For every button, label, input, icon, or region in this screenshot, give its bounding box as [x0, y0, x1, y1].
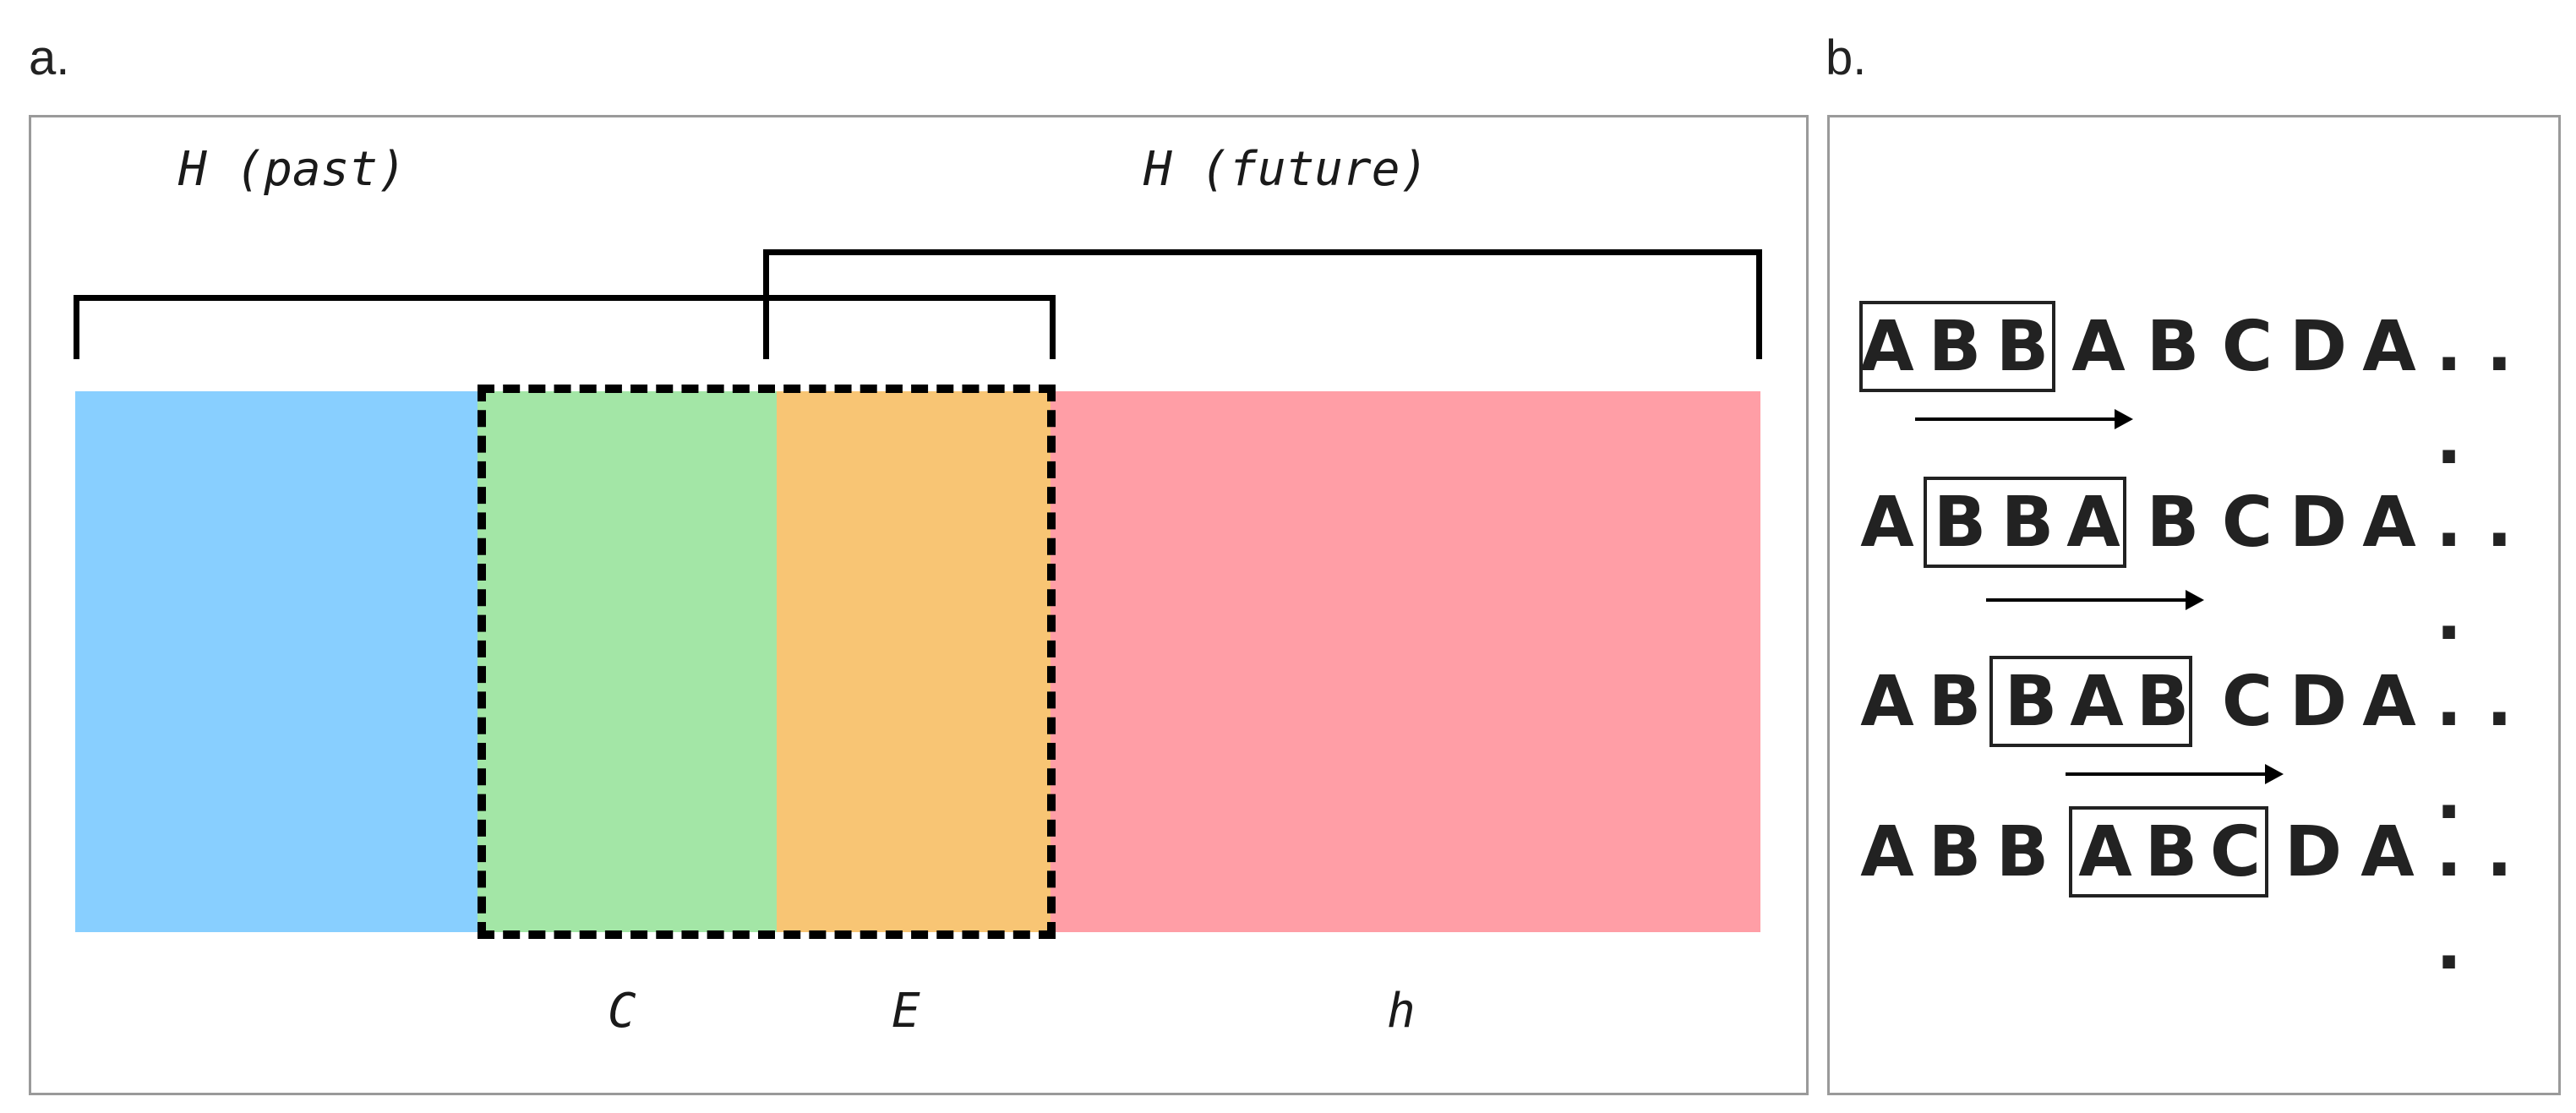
ellipsis: . . .	[2436, 483, 2513, 656]
panel-a-letter: a.	[29, 30, 70, 85]
ellipsis: . . .	[2436, 812, 2513, 985]
dashed-window	[478, 385, 1056, 939]
token: B	[2000, 483, 2055, 563]
token: A	[1860, 483, 1914, 563]
arrow-icon	[1986, 590, 2204, 610]
past-bracket	[74, 295, 1056, 359]
future-bracket	[763, 249, 1762, 359]
token: B	[2144, 812, 2198, 892]
token: B	[2146, 307, 2200, 387]
c-label: C	[608, 984, 636, 1039]
token: B	[1928, 662, 1982, 742]
token: A	[2078, 812, 2132, 892]
e-label: E	[892, 984, 920, 1039]
token: B	[2146, 483, 2200, 563]
window-box-row-2	[1924, 477, 2126, 568]
token: A	[2066, 483, 2120, 563]
token: A	[2071, 307, 2126, 387]
window-box-row-1	[1859, 301, 2055, 392]
sequence-row-4: A B B A B C D A . . .	[1858, 806, 2551, 985]
token: A	[1860, 662, 1914, 742]
token: D	[2289, 483, 2348, 563]
token: B	[1995, 307, 2049, 387]
past-region	[75, 391, 506, 932]
ellipsis: . . .	[2436, 662, 2513, 835]
context-region	[478, 391, 804, 932]
token: A	[1860, 307, 1914, 387]
sequence-row-2: A B B A B C D A . . .	[1858, 477, 2551, 656]
panel-b-letter: b.	[1826, 30, 1867, 85]
token: B	[2136, 662, 2190, 742]
panel-a-frame: H (past) H (future) C E h	[29, 115, 1809, 1095]
token: D	[2289, 662, 2348, 742]
sequence-row-3: A B B A B C D A . . .	[1858, 656, 2551, 835]
token: B	[2004, 662, 2058, 742]
token: D	[2289, 307, 2348, 387]
token: A	[2360, 812, 2415, 892]
future-region	[1051, 391, 1760, 932]
arrow-icon	[2066, 764, 2284, 784]
h-label: h	[1387, 984, 1416, 1039]
arrow-icon	[1915, 409, 2133, 429]
window-box-row-4	[2069, 806, 2268, 897]
embedding-region	[777, 391, 1051, 932]
token: A	[2362, 307, 2416, 387]
past-label: H (past)	[178, 142, 407, 197]
window-box-row-3	[1989, 656, 2192, 747]
token: B	[1928, 307, 1982, 387]
token: A	[2362, 483, 2416, 563]
token: B	[1928, 812, 1982, 892]
token: C	[2221, 483, 2273, 563]
token: C	[2221, 662, 2273, 742]
token: C	[2221, 307, 2273, 387]
ellipsis: . . .	[2436, 307, 2513, 480]
token: B	[1933, 483, 1987, 563]
token: A	[2070, 662, 2124, 742]
bracket-connector	[763, 249, 769, 300]
sequence-row-1: A B B A B C D A . . .	[1858, 301, 2551, 480]
token: A	[2362, 662, 2416, 742]
token: C	[2209, 812, 2262, 892]
token: A	[1860, 812, 1914, 892]
future-label: H (future)	[1143, 142, 1429, 197]
token: B	[1995, 812, 2049, 892]
token: D	[2284, 812, 2343, 892]
